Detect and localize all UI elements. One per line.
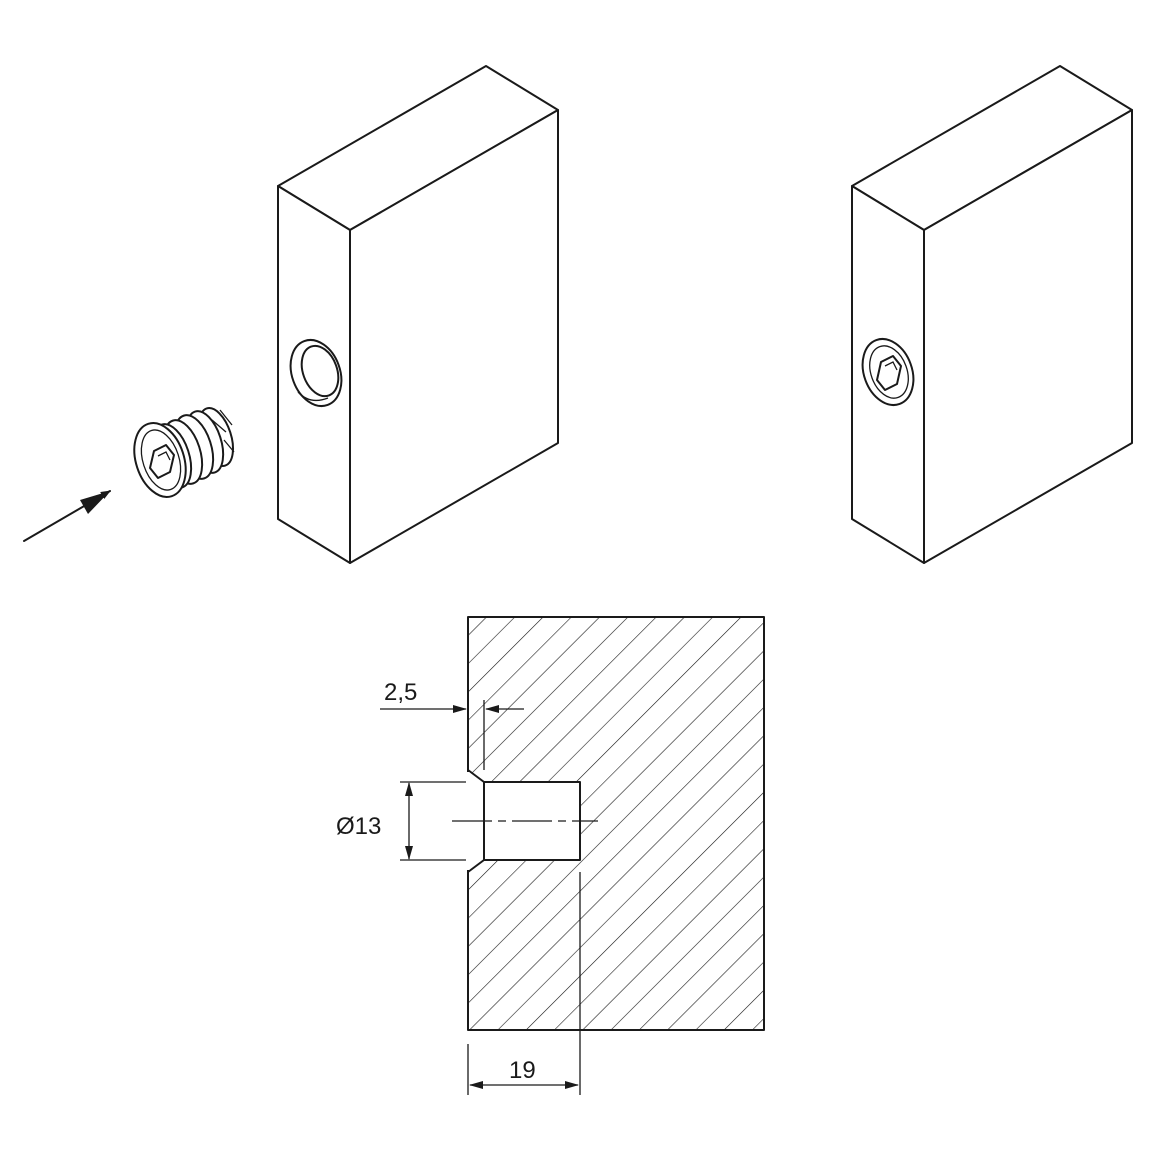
dimension-diameter-label: Ø13 xyxy=(336,813,381,840)
dimension-depth-label: 19 xyxy=(509,1057,536,1084)
section-view xyxy=(452,616,765,1031)
dimension-chamfer: 2,5 xyxy=(380,679,524,770)
drilled-hole xyxy=(289,339,343,407)
threaded-insert-nut-icon xyxy=(133,407,235,498)
arrow-head xyxy=(80,491,110,514)
block-left-side-face xyxy=(277,185,351,564)
hex-socket-icon xyxy=(876,355,902,391)
installed-insert xyxy=(861,338,915,406)
hex-socket-icon xyxy=(149,444,175,479)
dimension-chamfer-label: 2,5 xyxy=(384,679,417,706)
dimension-depth: 19 xyxy=(467,872,581,1095)
dimension-diameter: Ø13 xyxy=(336,781,466,861)
block-with-insert xyxy=(851,65,1133,564)
block-right-side-face xyxy=(851,185,925,564)
block-with-hole xyxy=(277,65,559,564)
